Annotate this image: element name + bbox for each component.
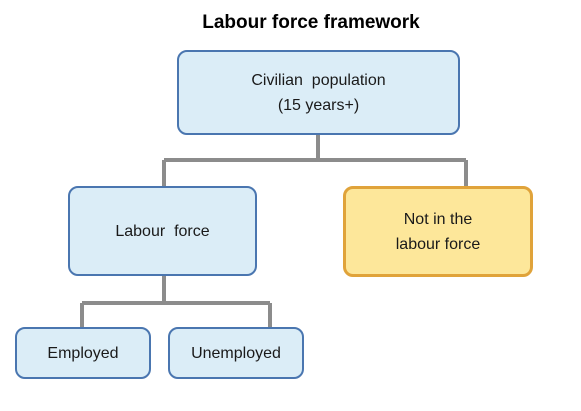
- node-not-in-labour-force: Not in the labour force: [343, 186, 533, 277]
- node-not-in-labour-force-line2: labour force: [395, 235, 481, 253]
- node-employed-label: Employed: [47, 344, 119, 362]
- node-civilian-population-line2: (15 years+): [277, 96, 360, 114]
- diagram-title: Labour force framework: [202, 12, 420, 33]
- node-civilian-population: Civilian population (15 years+): [177, 50, 460, 135]
- node-unemployed-label: Unemployed: [191, 344, 281, 362]
- node-employed: Employed: [15, 327, 151, 379]
- node-labour-force-label: Labour force: [115, 222, 210, 240]
- node-unemployed: Unemployed: [168, 327, 304, 379]
- node-labour-force: Labour force: [68, 186, 257, 276]
- node-civilian-population-line1: Civilian population: [251, 71, 386, 89]
- node-not-in-labour-force-line1: Not in the: [403, 210, 473, 228]
